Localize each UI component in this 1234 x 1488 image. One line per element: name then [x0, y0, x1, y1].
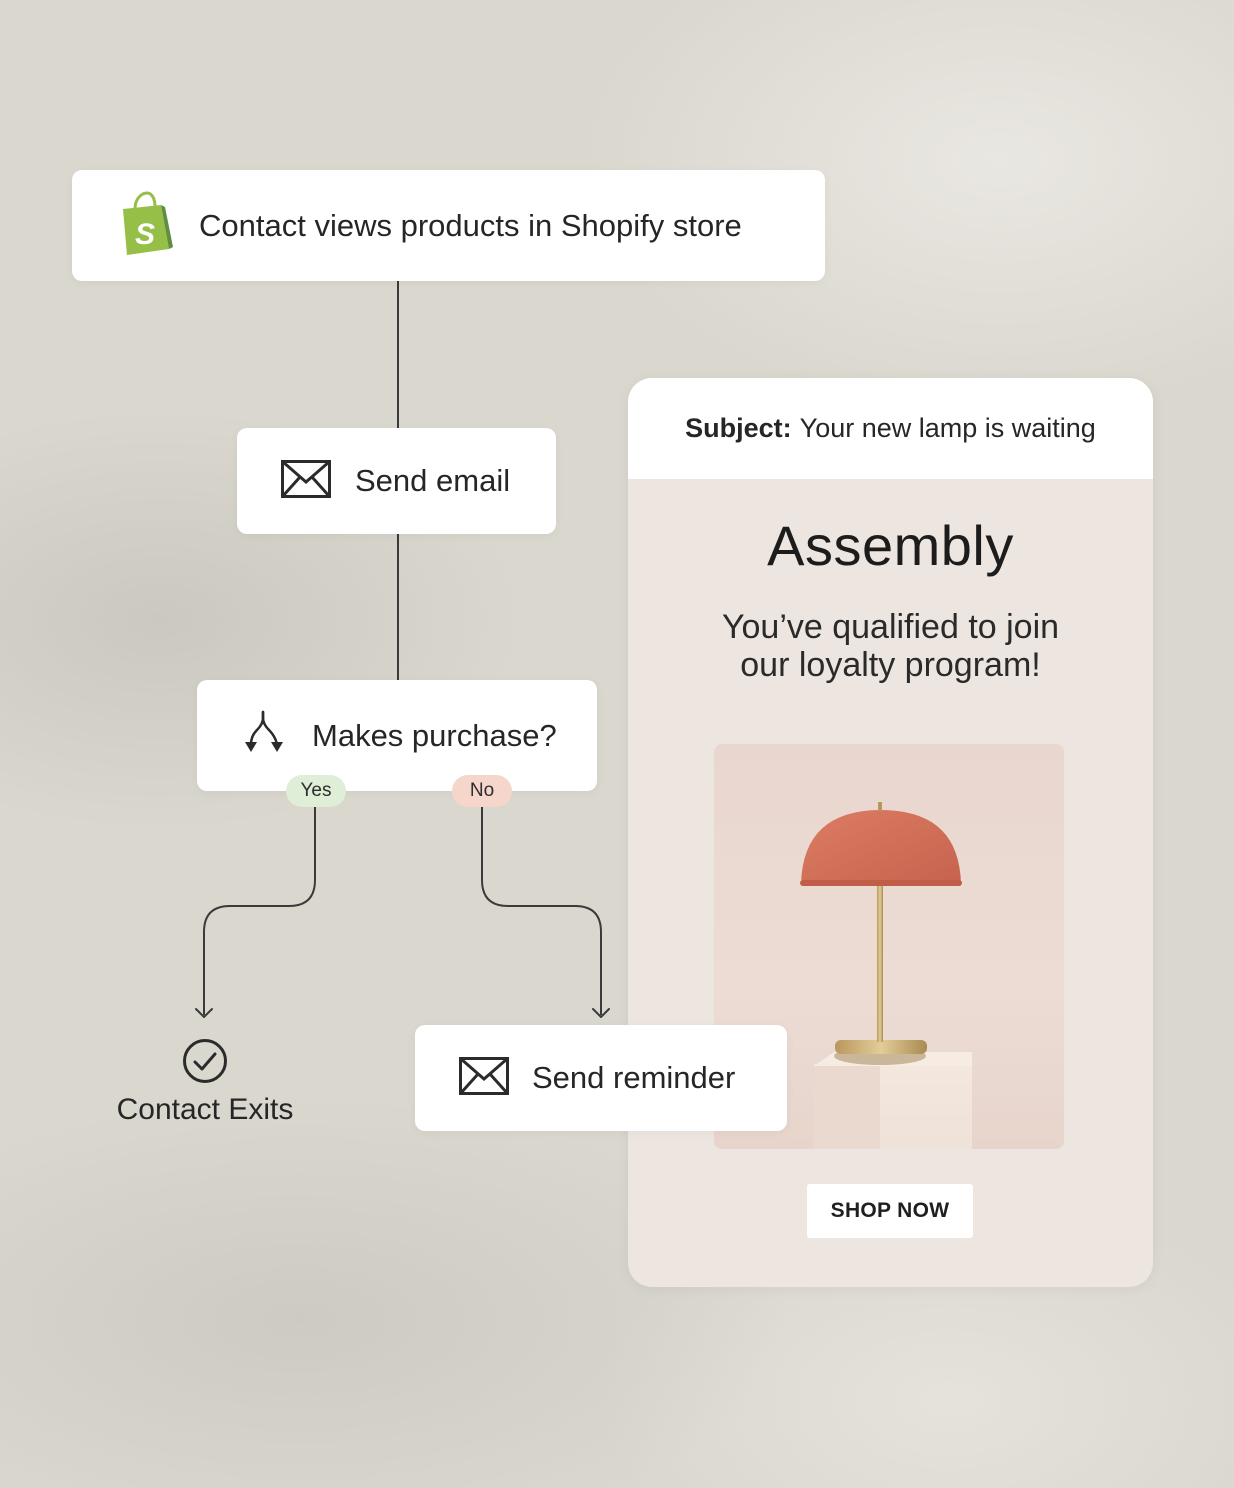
email-subject-bar: Subject: Your new lamp is waiting: [628, 378, 1153, 479]
envelope-icon: [459, 1056, 509, 1100]
trigger-node[interactable]: S Contact views products in Shopify stor…: [72, 170, 825, 281]
send-reminder-label: Send reminder: [532, 1060, 736, 1095]
subject-value: Your new lamp is waiting: [799, 413, 1096, 443]
svg-text:S: S: [135, 218, 155, 251]
contact-exits-node: Contact Exits: [100, 1038, 310, 1127]
send-email-label: Send email: [355, 463, 511, 498]
shop-now-button[interactable]: SHOP NOW: [807, 1184, 973, 1238]
headline-line-1: You’ve qualified to join: [721, 608, 1060, 646]
envelope-icon: [281, 459, 331, 503]
yes-branch-badge: Yes: [286, 775, 346, 807]
contact-exits-label: Contact Exits: [116, 1093, 294, 1126]
email-headline: You’ve qualified to join our loyalty pro…: [668, 608, 1113, 684]
send-email-node[interactable]: Send email: [237, 428, 556, 534]
check-circle-icon: [100, 1038, 310, 1089]
connector-yes-branch: [203, 807, 316, 1015]
trigger-label: Contact views products in Shopify store: [199, 207, 742, 243]
email-preview-card: Subject: Your new lamp is waiting Assemb…: [628, 378, 1153, 1287]
brand-name: Assembly: [767, 514, 1014, 577]
arrowhead-yes: [195, 1008, 213, 1018]
subject-key: Subject:: [685, 413, 792, 443]
arrowhead-no: [592, 1008, 610, 1018]
conditional-split-node[interactable]: Makes purchase?: [197, 680, 597, 791]
headline-line-2: our loyalty program!: [740, 646, 1041, 684]
split-arrows-icon: [241, 710, 287, 761]
send-reminder-node[interactable]: Send reminder: [415, 1025, 787, 1131]
shopify-bag-icon: S: [117, 191, 173, 260]
no-branch-badge: No: [452, 775, 512, 807]
product-image: [714, 744, 1064, 1149]
connector-no-branch: [481, 807, 602, 1015]
split-label: Makes purchase?: [312, 717, 557, 753]
